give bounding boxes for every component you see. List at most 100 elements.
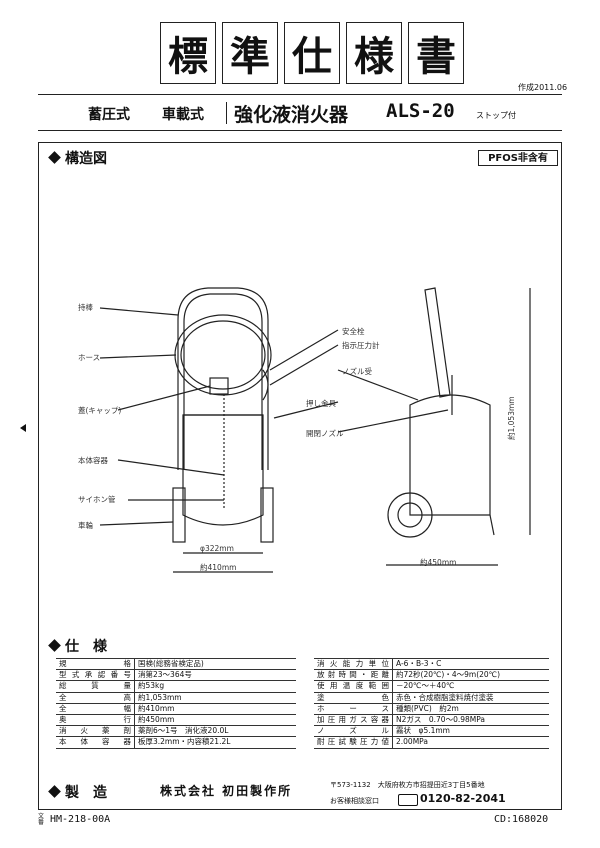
label-cap: 蓋(キャップ)	[78, 406, 122, 415]
product-model: ALS-20	[386, 100, 455, 122]
spec-value: 霧状 φ5.1mm	[392, 725, 549, 738]
table-row: 奥行約450mm	[56, 713, 296, 727]
title-char: 仕	[292, 33, 332, 80]
label-gauge: 指示圧力計	[342, 341, 380, 350]
table-row: 総質量約53kg	[56, 680, 296, 693]
header-rule-bottom	[38, 130, 562, 131]
table-row: 型式承認番号消第23～364号	[56, 669, 296, 682]
spec-key: 本体容器	[56, 736, 135, 749]
leader-open-nozzle	[337, 409, 449, 433]
label-lever: 押し金具	[306, 399, 336, 408]
label-safety-pin: 安全栓	[342, 327, 365, 336]
creation-date: 作成2011.06	[518, 83, 568, 92]
spec-value: 約1,053mm	[134, 691, 296, 704]
label-handle: 持棒	[78, 303, 93, 312]
leader-hose	[99, 354, 177, 359]
spec-value: 板厚3.2mm・内容積21.2L	[134, 736, 296, 749]
hose-coil-inner	[180, 320, 266, 390]
spec-value: 国検(総務省検定品)	[134, 657, 296, 671]
structure-drawing	[99, 287, 531, 573]
spec-key: 奥行	[56, 713, 135, 727]
spec-value: 消第23～364号	[134, 669, 296, 682]
spec-title: 仕 様	[48, 636, 107, 656]
leader-safety	[269, 329, 339, 371]
left-arrow-icon	[20, 424, 26, 432]
spec-key: 消火薬剤	[56, 725, 135, 738]
spec-key: 消火能力単位	[314, 657, 393, 671]
handle-frame-inner	[183, 293, 263, 470]
spec-key: 全幅	[56, 702, 135, 715]
valve-head	[209, 377, 229, 395]
structure-title-text: 構造図	[65, 151, 107, 167]
product-name: 強化液消火器	[234, 104, 349, 126]
side-leg	[489, 514, 495, 536]
structure-title: 構造図	[48, 148, 107, 168]
leader-lever	[273, 401, 339, 419]
company-name: 株式会社 初田製作所	[160, 784, 293, 798]
spec-key: 型式承認番号	[56, 669, 135, 682]
wheel-left	[172, 487, 186, 543]
label-open-nozzle: 開閉ノズル	[306, 429, 344, 438]
spec-key: 使用温度範囲	[314, 680, 393, 693]
body-container	[182, 414, 264, 526]
spec-key: ノズル	[314, 725, 393, 738]
spec-value: 約450mm	[134, 713, 296, 727]
title-box-2: 準	[222, 22, 278, 84]
table-row: 消火薬剤薬剤6～1号 消化液20.0L	[56, 725, 296, 738]
title-char: 準	[230, 33, 270, 80]
spec-value: A-6・B-3・C	[392, 657, 549, 671]
label-siphon: サイホン管	[78, 495, 116, 504]
hose-coil	[174, 314, 272, 396]
handle-frame	[177, 287, 269, 470]
table-row: 塗色赤色・合成樹脂塗料焼付塗装	[314, 691, 549, 704]
manufacture-title: 製 造	[48, 782, 107, 802]
wheel-right	[260, 487, 274, 543]
spec-value: －20℃～＋40℃	[392, 680, 549, 693]
title-box-4: 様	[346, 22, 402, 84]
leader-cap	[117, 385, 211, 411]
free-dial-icon	[398, 794, 418, 806]
product-type1: 蓄圧式	[88, 107, 130, 123]
cd-code: CD:168020	[494, 814, 549, 825]
product-type2: 車載式	[162, 107, 204, 123]
spec-value: 薬剤6～1号 消化液20.0L	[134, 725, 296, 738]
leader-handle	[99, 307, 179, 316]
diamond-icon	[48, 785, 61, 798]
tel-number: 0120-82-2041	[420, 792, 506, 805]
manufacture-title-text: 製 造	[65, 785, 107, 801]
title-char: 標	[168, 33, 208, 80]
dim-diameter-label: φ322mm	[200, 544, 234, 553]
dim-depth-label: 約450mm	[420, 558, 457, 567]
label-nozzle-holder: ノズル受	[342, 367, 372, 376]
table-row: ノズル霧状 φ5.1mm	[314, 725, 549, 738]
leader-nozzle-holder	[337, 369, 419, 401]
product-suffix: ストップ付	[476, 111, 516, 120]
product-header: 蓄圧式 車載式 強化液消火器 ALS-20 ストップ付	[38, 96, 562, 130]
title-box-3: 仕	[284, 22, 340, 84]
label-hose: ホース	[78, 353, 101, 362]
content-frame	[38, 142, 562, 810]
spec-value: N2ガス 0.70～0.98MPa	[392, 713, 549, 727]
table-row: 全高約1,053mm	[56, 691, 296, 704]
spec-key: 塗色	[314, 691, 393, 704]
tel-label: お客様相談窓口	[330, 797, 379, 805]
table-row: 本体容器板厚3.2mm・内容積21.2L	[56, 736, 296, 749]
company-address: 〒573-1132 大阪府枚方市招提田近3丁目5番地	[330, 781, 485, 789]
spec-value: 約72秒(20℃)・4～9m(20℃)	[392, 669, 549, 682]
spec-key: 耐圧試験圧力値	[314, 736, 393, 749]
label-body: 本体容器	[78, 456, 108, 465]
header-rule-top	[38, 94, 562, 95]
spec-key: 加圧用ガス容器	[314, 713, 393, 727]
title-char: 書	[416, 33, 456, 80]
spec-key: 放射時間・距離	[314, 669, 393, 682]
doc-prefix: 文番	[38, 813, 45, 826]
diamond-icon	[48, 151, 61, 164]
title-box-1: 標	[160, 22, 216, 84]
spec-value: 約53kg	[134, 680, 296, 693]
table-row: 使用温度範囲－20℃～＋40℃	[314, 680, 549, 693]
spec-title-text: 仕 様	[65, 639, 107, 655]
spec-key: ホース	[314, 702, 393, 715]
table-row: 規格国検(総務省検定品)	[56, 657, 296, 671]
